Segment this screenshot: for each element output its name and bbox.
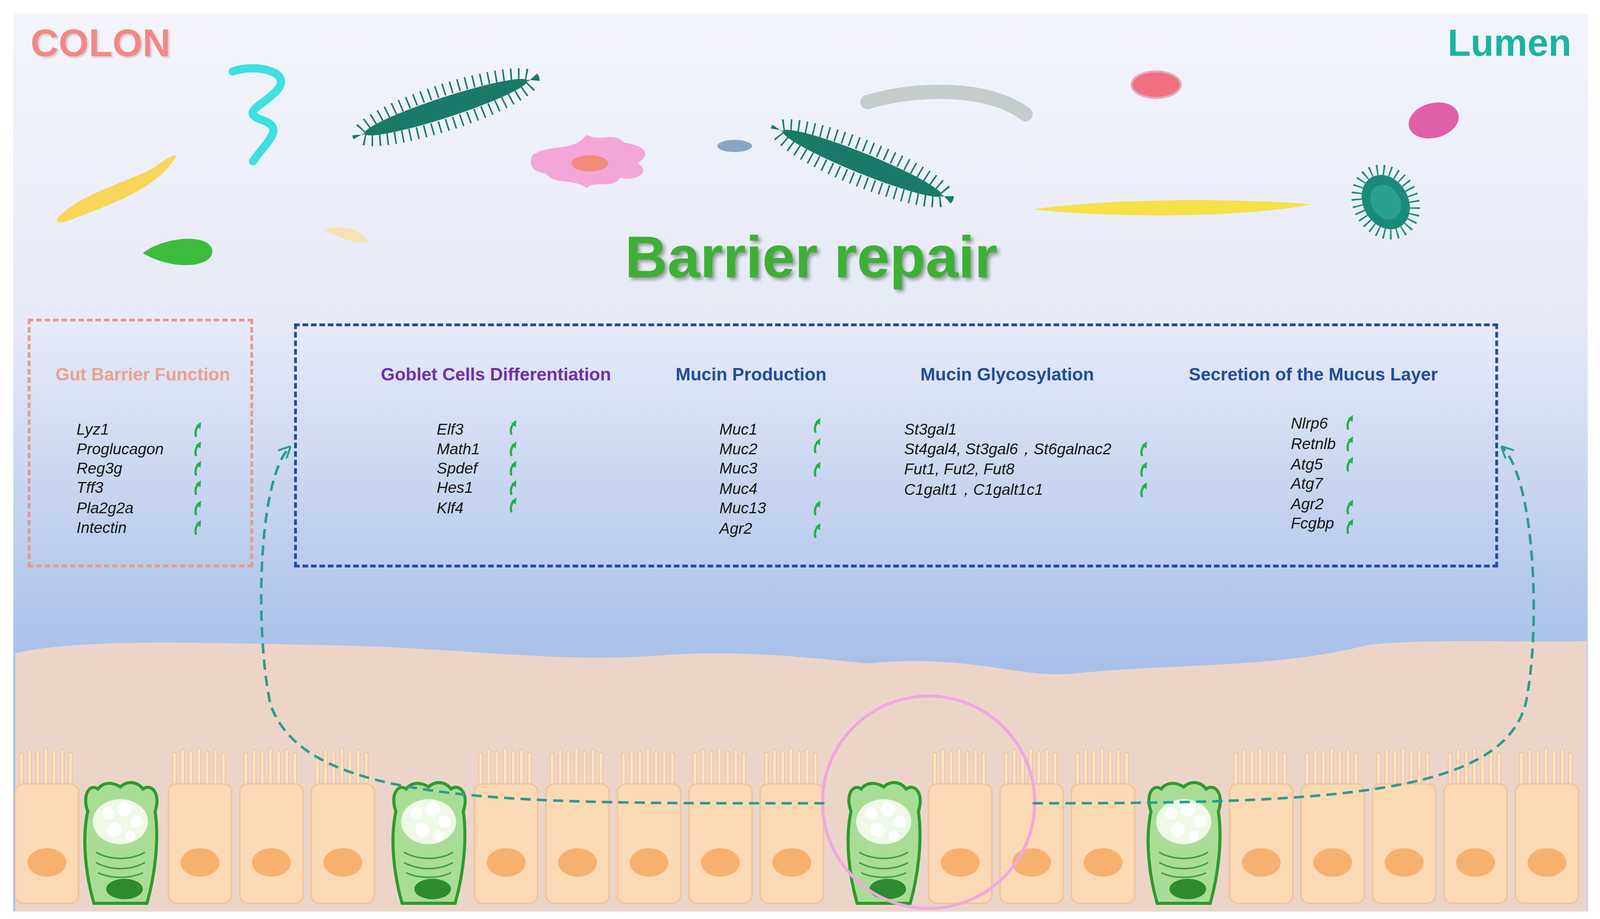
gene-name: Nlrp6 <box>1290 413 1328 434</box>
diagram-title: Barrier repair <box>403 220 1220 294</box>
gene-name: Elf3 <box>436 419 464 440</box>
gene-name: Muc1 <box>719 419 758 440</box>
category-heading: Goblet Cells Differentiation <box>343 364 650 385</box>
gene-name: Lyz1 <box>76 419 110 440</box>
gene-name: St4gal4, St3gal6，St6galnac2 <box>903 438 1112 460</box>
gene-name: Pla2g2a <box>76 497 134 519</box>
gene-name: Reg3g <box>76 458 123 479</box>
gene-name: Intectin <box>76 517 127 539</box>
category-heading: Secretion of the Mucus Layer <box>1145 364 1482 385</box>
gene-name: Muc2 <box>719 438 758 460</box>
category-heading: Gut Barrier Function <box>33 364 253 385</box>
gene-name: Math1 <box>436 438 481 460</box>
gene-name: Fut1, Fut2, Fut8 <box>903 458 1015 480</box>
gene-name: Hes1 <box>436 477 474 498</box>
gene-name: St3gal1 <box>903 419 957 440</box>
category-heading: Mucin Production <box>618 364 884 385</box>
gene-group-box: Goblet Cells DifferentiationElf3Math1Spd… <box>294 323 1499 568</box>
gene-name: Muc13 <box>719 497 766 519</box>
gene-name: Atg5 <box>1290 454 1323 475</box>
gene-name: Agr2 <box>719 518 753 539</box>
gene-name: Atg7 <box>1290 473 1323 494</box>
gene-name: Fcgbp <box>1290 513 1335 534</box>
gene-group-box: Gut Barrier FunctionLyz1ProglucagonReg3g… <box>27 318 254 568</box>
corner-label: COLON <box>30 17 337 69</box>
gene-name: Retnlb <box>1290 433 1336 455</box>
gene-name: C1galt1，C1galt1c1 <box>903 479 1044 500</box>
category-heading: Mucin Glycosylation <box>874 364 1140 385</box>
gene-name: Klf4 <box>436 497 464 519</box>
gene-name: Tff3 <box>76 477 104 498</box>
gene-name: Muc4 <box>719 478 758 500</box>
gene-name: Proglucagon <box>76 438 164 460</box>
gene-name: Agr2 <box>1290 493 1324 515</box>
gene-name: Muc3 <box>719 458 758 479</box>
corner-label: Lumen <box>1265 17 1572 69</box>
gene-name: Spdef <box>436 458 478 479</box>
